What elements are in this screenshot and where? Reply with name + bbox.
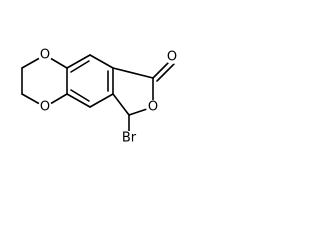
chemical-structure: O O O O Br xyxy=(21,48,179,146)
carbonyl-double-bond-1 xyxy=(152,60,171,79)
bromine: Br xyxy=(119,131,139,146)
bond-a-b xyxy=(66,54,91,69)
svg-text:O: O xyxy=(40,48,50,63)
aromatic-double-ef xyxy=(70,89,90,102)
bond-e-f xyxy=(66,93,91,108)
aromatic-double-ab xyxy=(70,60,90,73)
ring-oxygen-top: O xyxy=(38,48,52,63)
bond-b-c xyxy=(89,54,114,69)
bond-d-chbr xyxy=(112,93,130,116)
bond-d-e xyxy=(89,93,114,108)
svg-text:O: O xyxy=(40,100,50,115)
svg-text:O: O xyxy=(148,100,158,115)
bond-lines xyxy=(21,54,175,132)
svg-text:O: O xyxy=(167,50,177,65)
bond-carbonyl-c xyxy=(112,67,154,79)
ring-oxygen-bottom: O xyxy=(38,100,52,115)
atom-labels: O O O O Br xyxy=(38,48,179,146)
carbonyl-oxygen: O xyxy=(165,50,179,65)
lactone-ring-oxygen: O xyxy=(146,100,160,115)
carbonyl-double-bond-2 xyxy=(156,63,175,82)
svg-text:Br: Br xyxy=(122,131,137,146)
